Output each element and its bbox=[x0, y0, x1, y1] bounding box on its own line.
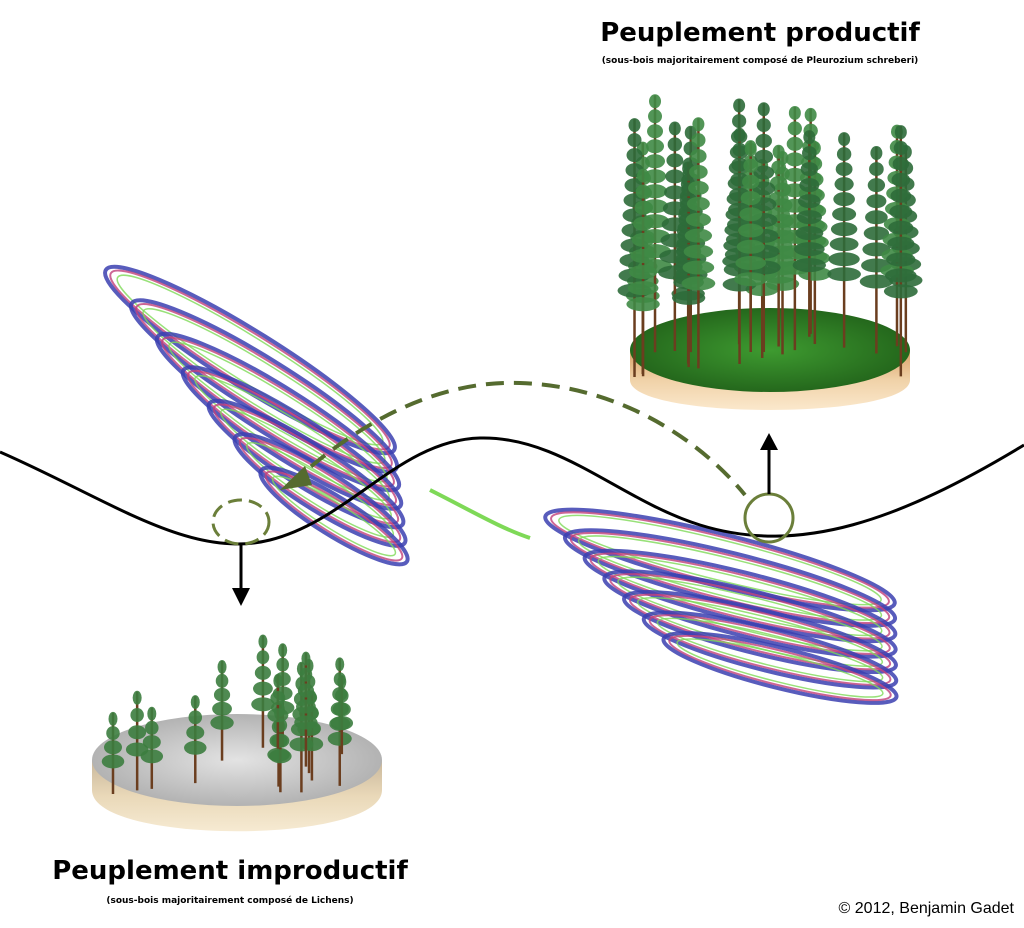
tree bbox=[267, 673, 289, 749]
spiral-left bbox=[103, 264, 410, 567]
spiral-ring bbox=[258, 465, 410, 567]
tree bbox=[184, 695, 207, 784]
tree bbox=[681, 117, 716, 369]
unproductive-stand-illustration bbox=[92, 634, 382, 832]
productive-stand-title: Peuplement productif bbox=[600, 18, 920, 48]
tree bbox=[827, 132, 861, 348]
tree bbox=[883, 125, 918, 377]
tree bbox=[251, 634, 275, 748]
unproductive-stand-title: Peuplement improductif bbox=[52, 856, 408, 886]
tree bbox=[140, 706, 164, 789]
productive-stand-illustration bbox=[617, 94, 923, 410]
spiral-ring bbox=[602, 569, 898, 659]
tree bbox=[626, 168, 660, 377]
arrow-up-head bbox=[760, 433, 778, 450]
tree bbox=[746, 102, 781, 352]
tree bbox=[792, 130, 826, 337]
tree bbox=[294, 651, 318, 767]
unproductive-stand-subtitle: (sous-bois majoritairement composé de Li… bbox=[106, 896, 354, 906]
productive-stand-subtitle: (sous-bois majoritairement composé de Pl… bbox=[601, 56, 919, 66]
landscape-curve bbox=[0, 436, 1024, 546]
spiral-connector bbox=[429, 488, 531, 540]
highlight-circle-unproductive bbox=[211, 498, 271, 546]
arrow-down-head bbox=[232, 588, 250, 606]
tree bbox=[734, 142, 768, 352]
spiral-ring bbox=[661, 631, 899, 705]
tree bbox=[638, 94, 673, 353]
tree bbox=[210, 659, 234, 761]
transition-dashed-path bbox=[288, 380, 747, 497]
transition-arrowhead bbox=[280, 466, 312, 490]
tree bbox=[101, 711, 125, 794]
copyright-notice: © 2012, Benjamin Gadet bbox=[838, 900, 1014, 917]
spiral-ring bbox=[641, 610, 899, 690]
spiral-ring bbox=[180, 365, 404, 511]
spiral-right bbox=[543, 507, 899, 705]
tree bbox=[330, 675, 354, 755]
